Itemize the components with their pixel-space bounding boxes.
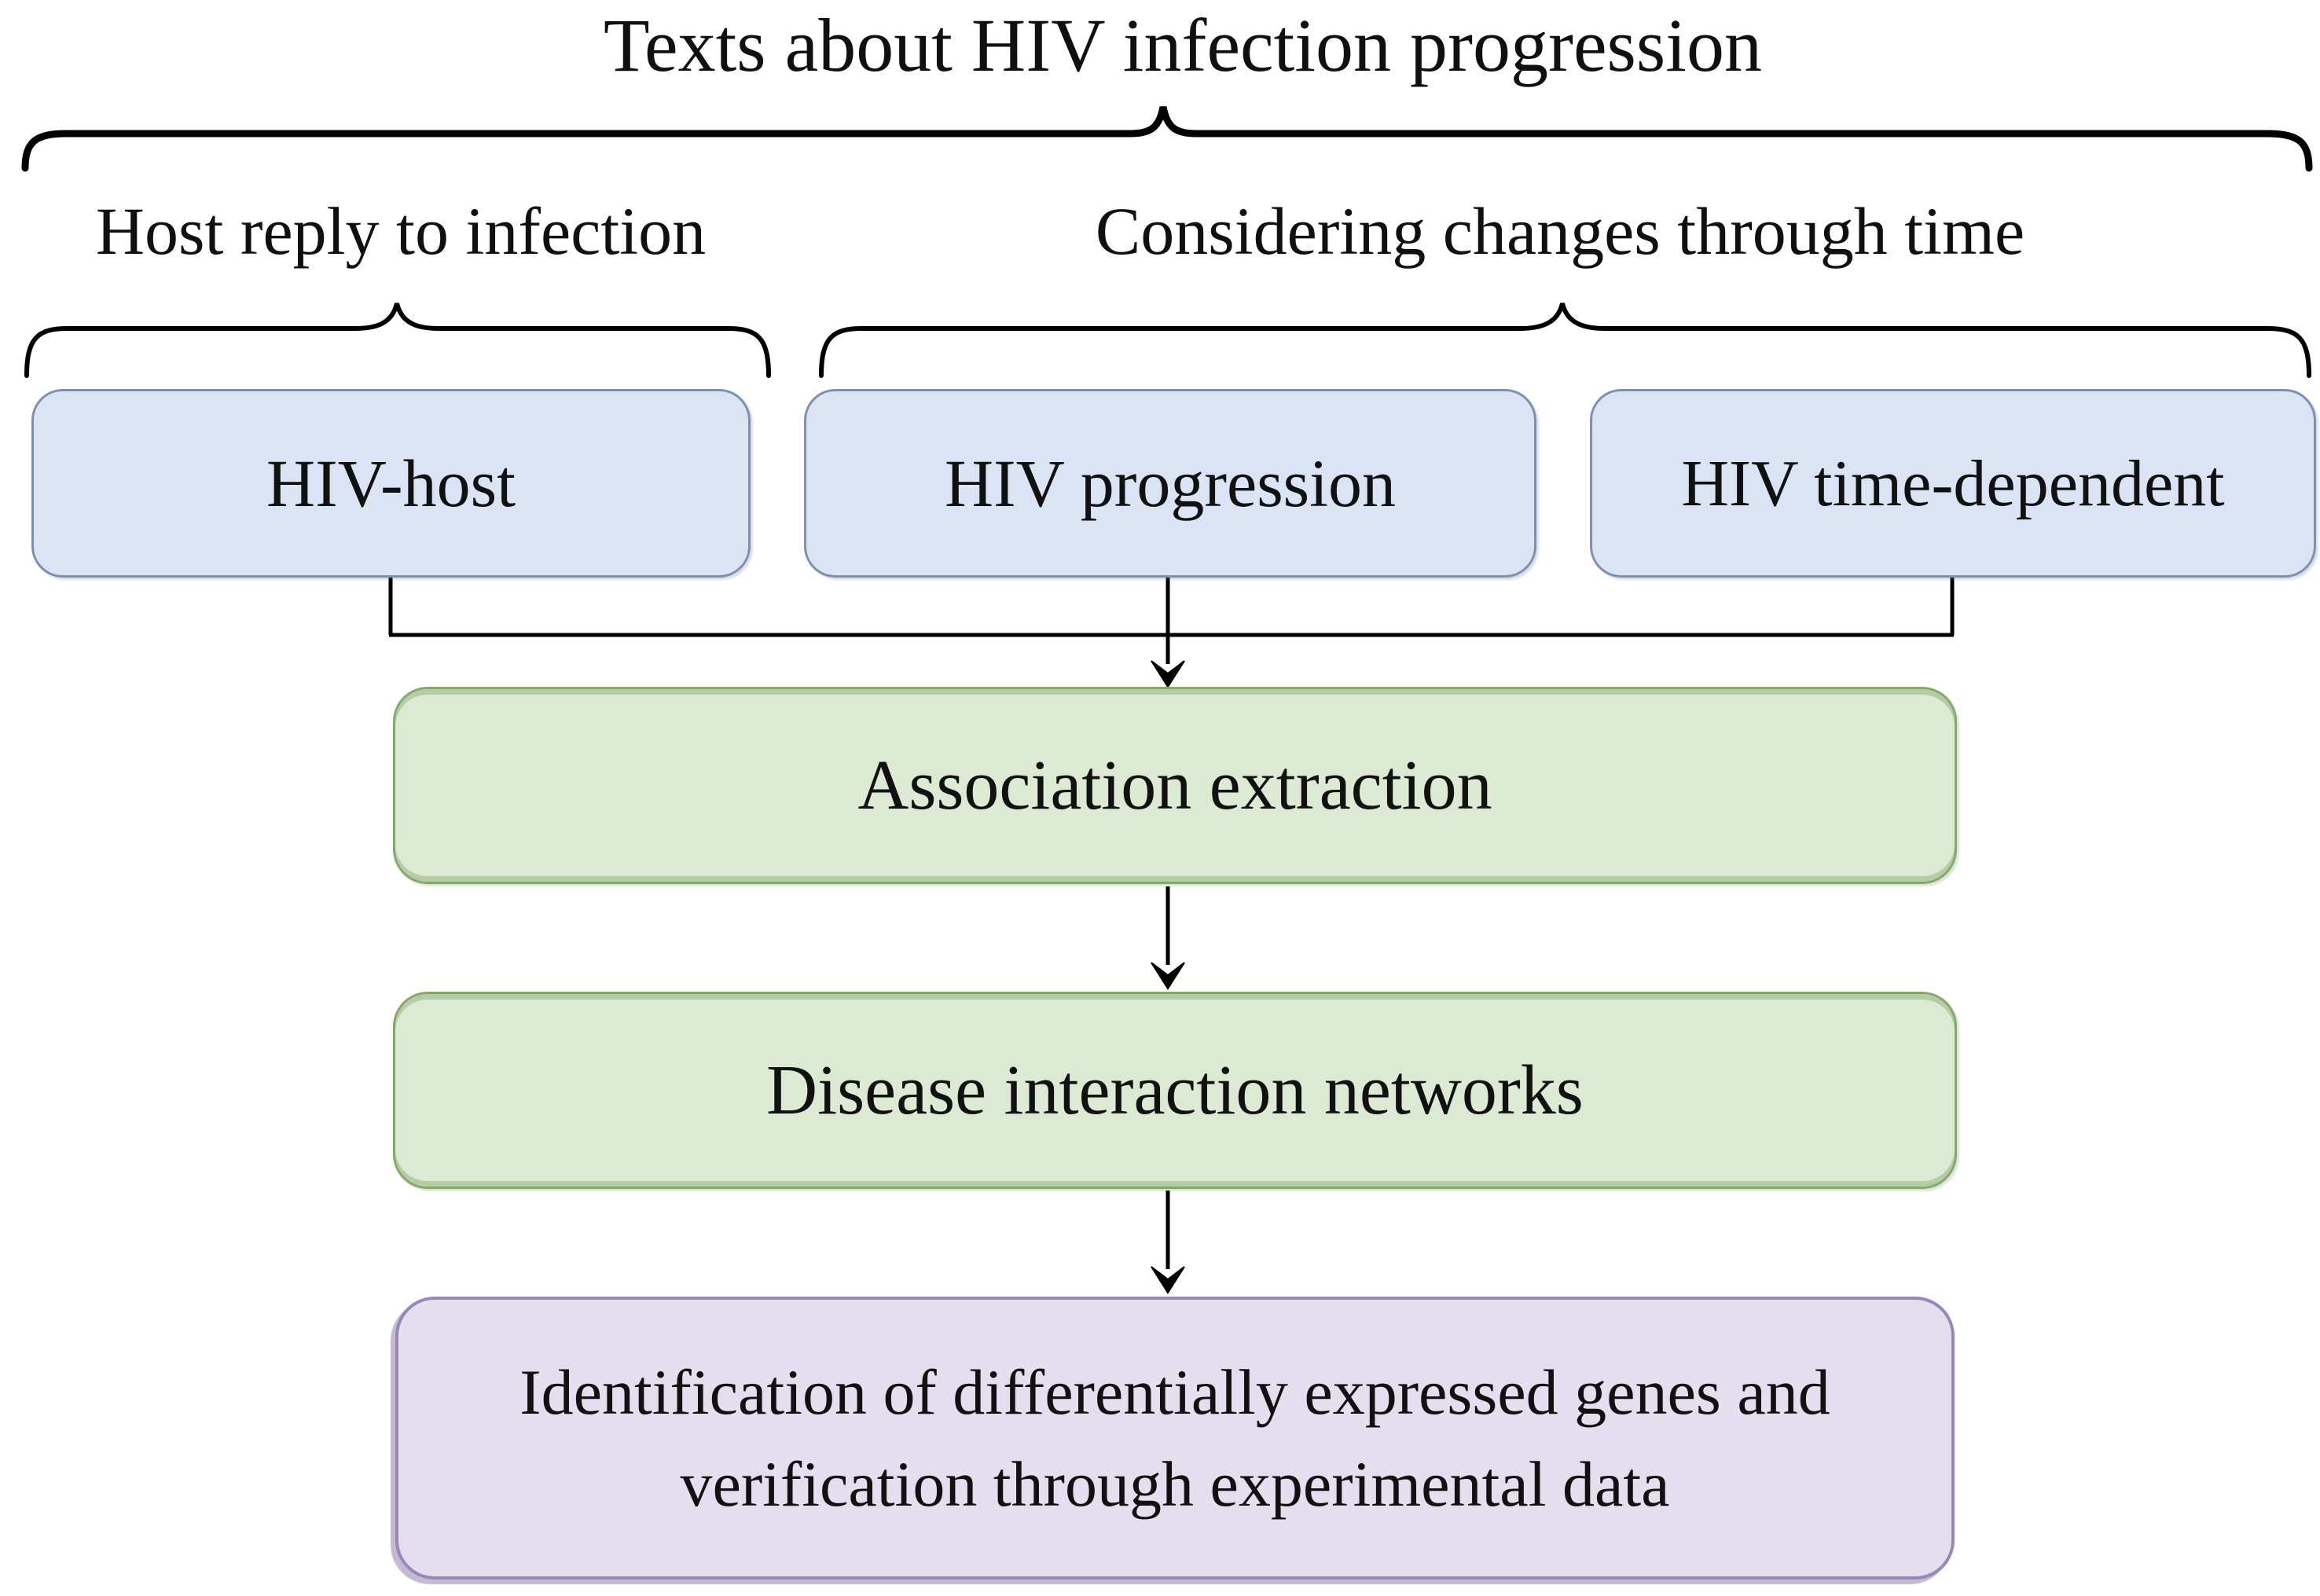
node-hiv-time-dependent: HIV time-dependent (1590, 389, 2316, 578)
node-hiv-time-dependent-label: HIV time-dependent (1681, 446, 2225, 520)
arrowhead-to-association (1151, 660, 1185, 688)
diagram-title: Texts about HIV infection progression (604, 3, 1762, 87)
group-label-host-reply: Host reply to infection (95, 193, 707, 269)
node-hiv-progression-label: HIV progression (944, 446, 1397, 521)
brace-left-group (24, 303, 771, 378)
node-disease-interaction-networks-label: Disease interaction networks (766, 1051, 1584, 1129)
node-association-extraction: Association extraction (393, 687, 1957, 884)
brace-right-group (819, 303, 2311, 378)
merge-connector-lines (388, 578, 1955, 664)
node-hiv-host: HIV-host (31, 389, 751, 578)
node-disease-interaction-networks: Disease interaction networks (393, 992, 1957, 1189)
node-identification-deg-label: Identification of differentially express… (519, 1356, 1830, 1520)
node-association-extraction-label: Association extraction (857, 747, 1492, 824)
arrowhead-to-networks (1151, 962, 1185, 990)
node-identification-deg: Identification of differentially express… (395, 1297, 1955, 1579)
arrowhead-to-identification (1151, 1266, 1185, 1294)
group-label-time-changes: Considering changes through time (1095, 193, 2025, 269)
node-hiv-progression: HIV progression (804, 389, 1536, 578)
brace-top (21, 106, 2313, 172)
node-hiv-host-label: HIV-host (266, 446, 516, 521)
